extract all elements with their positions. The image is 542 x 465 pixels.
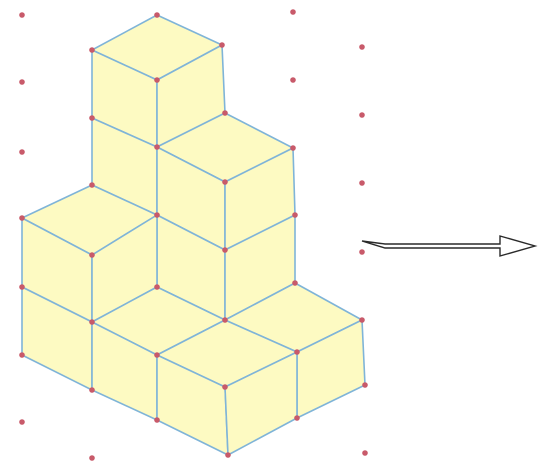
grid-dot xyxy=(89,47,95,53)
grid-dot xyxy=(154,77,160,83)
grid-dot xyxy=(19,419,25,425)
grid-dot xyxy=(362,450,368,456)
grid-dot xyxy=(219,42,225,48)
grid-dot xyxy=(359,112,365,118)
grid-dot xyxy=(290,9,296,15)
grid-dot xyxy=(19,352,25,358)
grid-dot xyxy=(19,12,25,18)
grid-dot xyxy=(359,44,365,50)
grid-dot xyxy=(362,382,368,388)
grid-dot xyxy=(89,115,95,121)
grid-dot xyxy=(154,144,160,150)
grid-dot xyxy=(19,79,25,85)
grid-dot xyxy=(19,284,25,290)
right-arrow-icon xyxy=(361,235,538,257)
grid-dot xyxy=(359,249,365,255)
grid-dot xyxy=(89,319,95,325)
arrow-shape xyxy=(361,235,538,257)
grid-dot xyxy=(222,247,228,253)
grid-dot xyxy=(89,455,95,461)
grid-dot xyxy=(292,280,298,286)
grid-dot xyxy=(89,387,95,393)
grid-dot xyxy=(359,180,365,186)
isometric-grid-dots xyxy=(19,9,368,461)
grid-dot xyxy=(222,384,228,390)
grid-dot xyxy=(359,317,365,323)
grid-dot xyxy=(19,215,25,221)
grid-dot xyxy=(154,284,160,290)
grid-dot xyxy=(290,77,296,83)
grid-dot xyxy=(222,317,228,323)
grid-dot xyxy=(225,452,231,458)
grid-dot xyxy=(19,149,25,155)
grid-dot xyxy=(154,352,160,358)
grid-dot xyxy=(222,179,228,185)
grid-dot xyxy=(154,417,160,423)
grid-dot xyxy=(222,110,228,116)
cube-stack xyxy=(21,14,366,456)
grid-dot xyxy=(154,212,160,218)
grid-dot xyxy=(294,415,300,421)
grid-dot xyxy=(290,145,296,151)
grid-dot xyxy=(294,349,300,355)
grid-dot xyxy=(154,12,160,18)
grid-dot xyxy=(292,212,298,218)
grid-dot xyxy=(89,252,95,258)
grid-dot xyxy=(89,182,95,188)
